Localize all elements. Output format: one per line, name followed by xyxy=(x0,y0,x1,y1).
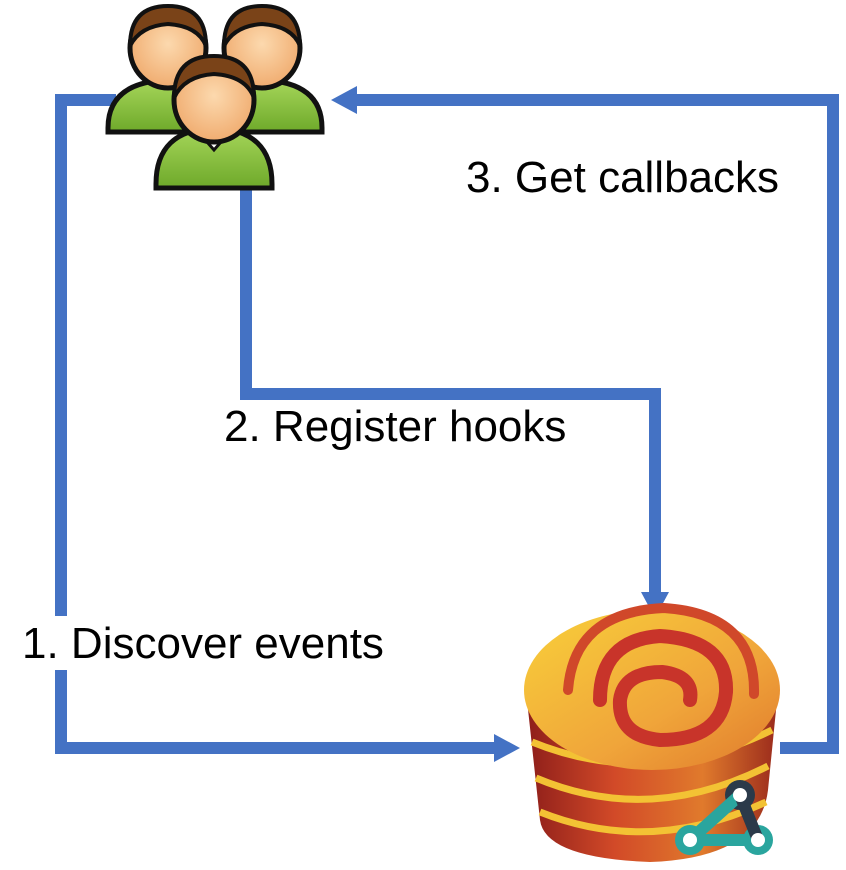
arrowhead-discover-events xyxy=(494,734,520,762)
arrowhead-get-callbacks xyxy=(331,86,357,114)
user-front xyxy=(153,53,275,191)
label-step-1-backdrop xyxy=(20,616,70,670)
flow-line-register-hooks xyxy=(240,172,661,595)
users-group-icon xyxy=(105,3,325,191)
label-step-2: 2. Register hooks xyxy=(224,402,566,451)
user-back-right xyxy=(197,3,325,135)
label-step-1: 1. Discover events xyxy=(22,619,384,668)
label-step-3-backdrop xyxy=(462,150,818,204)
label-step-3: 3. Get callbacks xyxy=(466,153,779,202)
flow-line-get-callbacks xyxy=(355,94,839,754)
webhook-icon xyxy=(675,780,773,855)
label-step-2-backdrop xyxy=(222,402,610,456)
event-server-icon xyxy=(524,602,780,862)
flow-line-discover-events xyxy=(55,94,498,754)
